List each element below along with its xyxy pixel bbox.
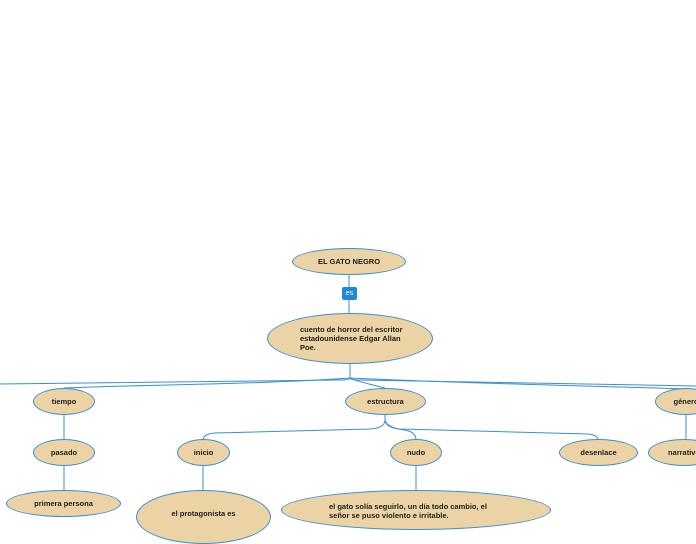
- connector-def-tiempo: [63, 377, 351, 389]
- node-inicio-detail-label: el protagonista es: [171, 509, 236, 518]
- connector-estructura-inicio: [202, 414, 386, 441]
- node-inicio-detail[interactable]: el protagonista es: [136, 490, 271, 544]
- node-desenlace[interactable]: desenlace: [559, 439, 638, 466]
- node-nudo-label: nudo: [406, 448, 426, 457]
- connector-lines: [0, 273, 696, 492]
- connector-def-genero: [349, 377, 687, 390]
- connector-def-right-edge: [349, 377, 696, 387]
- node-definition[interactable]: cuento de horror del escritor estadounid…: [267, 313, 433, 364]
- node-pasado[interactable]: pasado: [33, 439, 95, 466]
- node-nudo-detail[interactable]: el gato solía seguirlo, un día todo camb…: [281, 490, 551, 530]
- node-tiempo[interactable]: tiempo: [33, 388, 95, 415]
- node-genero-label: género: [673, 397, 696, 406]
- link-tag-label: es: [345, 290, 354, 297]
- node-estructura[interactable]: estructura: [345, 388, 426, 415]
- node-inicio-label: inicio: [193, 448, 214, 457]
- connector-estructura-desenlace: [384, 414, 599, 441]
- node-primera-persona-label: primera persona: [34, 499, 93, 508]
- node-narrativo-label: narrativo: [667, 448, 696, 457]
- node-desenlace-label: desenlace: [580, 448, 617, 457]
- node-tiempo-label: tiempo: [51, 397, 77, 406]
- node-root[interactable]: EL GATO NEGRO: [292, 248, 406, 275]
- node-definition-label: cuento de horror del escritor estadounid…: [300, 325, 403, 352]
- link-tag-es[interactable]: es: [342, 287, 357, 300]
- node-pasado-label: pasado: [50, 448, 78, 457]
- node-root-label: EL GATO NEGRO: [317, 257, 381, 266]
- node-inicio[interactable]: inicio: [177, 439, 230, 466]
- node-primera-persona[interactable]: primera persona: [6, 490, 121, 517]
- node-estructura-label: estructura: [367, 397, 404, 406]
- node-nudo[interactable]: nudo: [390, 439, 442, 466]
- node-nudo-detail-label: el gato solía seguirlo, un día todo camb…: [329, 502, 487, 520]
